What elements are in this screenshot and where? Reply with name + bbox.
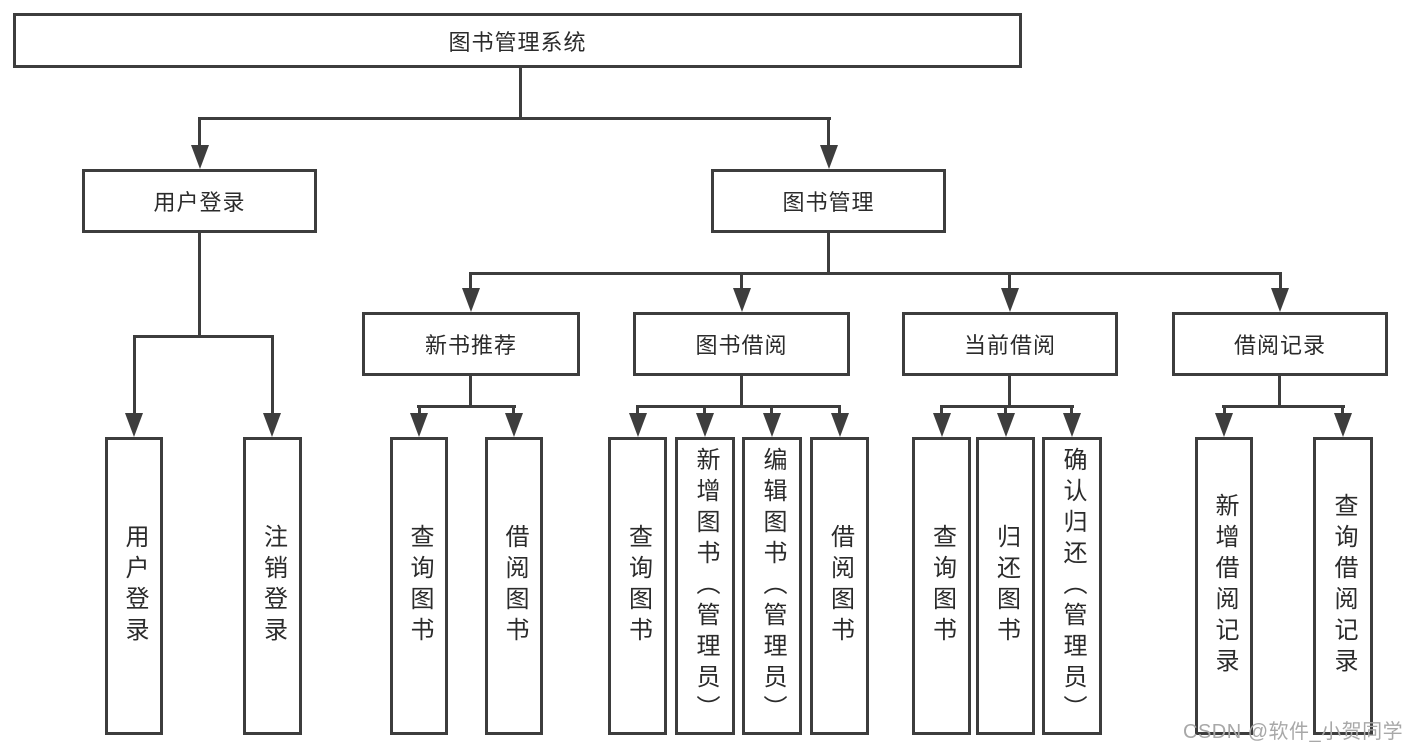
arrow-down-icon — [410, 413, 428, 437]
connector-root-vline — [519, 68, 522, 117]
arrow-down-icon — [1271, 288, 1289, 312]
connector-drop-bb-query — [636, 405, 639, 413]
node-root-label: 图书管理系统 — [448, 29, 587, 55]
connector-drop-new-book-recommend — [469, 272, 472, 288]
leaf-rec-borrow-books-label: 借阅图书 — [501, 524, 528, 648]
connector-drop-bb-add — [703, 405, 706, 413]
arrow-down-icon — [1063, 413, 1081, 437]
leaf-rec-borrow-books: 借阅图书 — [485, 437, 543, 735]
arrow-down-icon — [1215, 413, 1233, 437]
arrow-down-icon — [696, 413, 714, 437]
arrow-down-icon — [820, 145, 838, 169]
connector-drop-bb-edit — [770, 405, 773, 413]
node-book-borrowing: 图书借阅 — [633, 312, 850, 376]
connector-drop-leaf-logout — [271, 335, 274, 413]
arrow-down-icon — [125, 413, 143, 437]
arrow-down-icon — [1001, 288, 1019, 312]
node-current-borrowing: 当前借阅 — [902, 312, 1118, 376]
leaf-bb-edit-books-admin-label: 编辑图书（管理员） — [759, 446, 786, 726]
node-new-book-recommend: 新书推荐 — [362, 312, 580, 376]
node-root: 图书管理系统 — [13, 13, 1022, 68]
leaf-bb-edit-books-admin: 编辑图书（管理员） — [742, 437, 802, 735]
leaf-bb-query-books: 查询图书 — [608, 437, 667, 735]
connector-rec-vline — [469, 376, 472, 405]
connector-userlogin-hline — [133, 335, 274, 338]
arrow-down-icon — [263, 413, 281, 437]
connector-bookmgmt-vline — [827, 233, 830, 272]
leaf-cb-query-books-label: 查询图书 — [928, 524, 956, 648]
leaf-logout-login: 注销登录 — [243, 437, 302, 735]
arrow-down-icon — [1334, 413, 1352, 437]
connector-br-hline — [1222, 405, 1345, 408]
connector-bookmgmt-hline — [469, 272, 1282, 275]
arrow-down-icon — [997, 413, 1015, 437]
leaf-bb-add-books-admin-label: 新增图书（管理员） — [692, 446, 719, 726]
connector-drop-cb-return — [1004, 405, 1007, 413]
leaf-bb-borrow-books: 借阅图书 — [810, 437, 869, 735]
leaf-br-query-record-label: 查询借阅记录 — [1330, 493, 1357, 679]
node-book-management-label: 图书管理 — [782, 190, 875, 215]
connector-drop-cb-query — [940, 405, 943, 413]
leaf-br-add-record-label: 新增借阅记录 — [1211, 493, 1238, 679]
arrow-down-icon — [763, 413, 781, 437]
connector-drop-user-login — [198, 117, 201, 145]
leaf-rec-query-books-label: 查询图书 — [406, 524, 433, 648]
leaf-user-login: 用户登录 — [105, 437, 163, 735]
leaf-bb-add-books-admin: 新增图书（管理员） — [675, 437, 735, 735]
connector-cb-hline — [940, 405, 1074, 408]
connector-cb-vline — [1008, 376, 1011, 405]
leaf-cb-confirm-return-admin: 确认归还（管理员） — [1042, 437, 1102, 735]
connector-drop-bb-borrow — [838, 405, 841, 413]
node-borrowing-records-label: 借阅记录 — [1233, 333, 1326, 358]
leaf-user-login-label: 用户登录 — [121, 524, 148, 648]
arrow-down-icon — [191, 145, 209, 169]
connector-drop-rec-query — [418, 405, 421, 413]
connector-bb-vline — [740, 376, 743, 405]
connector-drop-br-query — [1341, 405, 1344, 413]
node-borrowing-records: 借阅记录 — [1172, 312, 1388, 376]
leaf-br-query-record: 查询借阅记录 — [1313, 437, 1373, 735]
connector-drop-current-borrowing — [1008, 272, 1011, 288]
arrow-down-icon — [462, 288, 480, 312]
leaf-cb-confirm-return-admin-label: 确认归还（管理员） — [1059, 446, 1086, 726]
node-user-login: 用户登录 — [82, 169, 317, 233]
connector-drop-book-borrowing — [740, 272, 743, 288]
arrow-down-icon — [831, 413, 849, 437]
connector-userlogin-vline — [198, 233, 201, 335]
node-user-login-label: 用户登录 — [153, 190, 246, 215]
connector-drop-borrowing-records — [1279, 272, 1282, 288]
connector-drop-leaf-user-login — [133, 335, 136, 413]
connector-drop-rec-borrow — [512, 405, 515, 413]
leaf-logout-login-label: 注销登录 — [259, 524, 287, 648]
connector-drop-br-add — [1223, 405, 1226, 413]
connector-rec-hline — [417, 405, 516, 408]
csdn-watermark: CSDN @软件_小贺同学 — [1183, 721, 1404, 743]
connector-root-hline — [198, 117, 831, 120]
leaf-rec-query-books: 查询图书 — [390, 437, 448, 735]
node-new-book-recommend-label: 新书推荐 — [424, 333, 517, 358]
leaf-bb-query-books-label: 查询图书 — [624, 524, 652, 648]
leaf-br-add-record: 新增借阅记录 — [1195, 437, 1253, 735]
leaf-cb-query-books: 查询图书 — [912, 437, 971, 735]
arrow-down-icon — [629, 413, 647, 437]
connector-drop-book-management — [827, 117, 830, 145]
arrow-down-icon — [505, 413, 523, 437]
arrow-down-icon — [733, 288, 751, 312]
connector-drop-cb-confirm — [1070, 405, 1073, 413]
connector-bb-hline — [636, 405, 841, 408]
leaf-cb-return-books-label: 归还图书 — [992, 524, 1020, 648]
leaf-cb-return-books: 归还图书 — [976, 437, 1035, 735]
node-book-borrowing-label: 图书借阅 — [695, 333, 788, 358]
node-book-management: 图书管理 — [711, 169, 946, 233]
node-current-borrowing-label: 当前借阅 — [963, 333, 1056, 358]
connector-br-vline — [1278, 376, 1281, 405]
arrow-down-icon — [933, 413, 951, 437]
leaf-bb-borrow-books-label: 借阅图书 — [826, 524, 854, 648]
